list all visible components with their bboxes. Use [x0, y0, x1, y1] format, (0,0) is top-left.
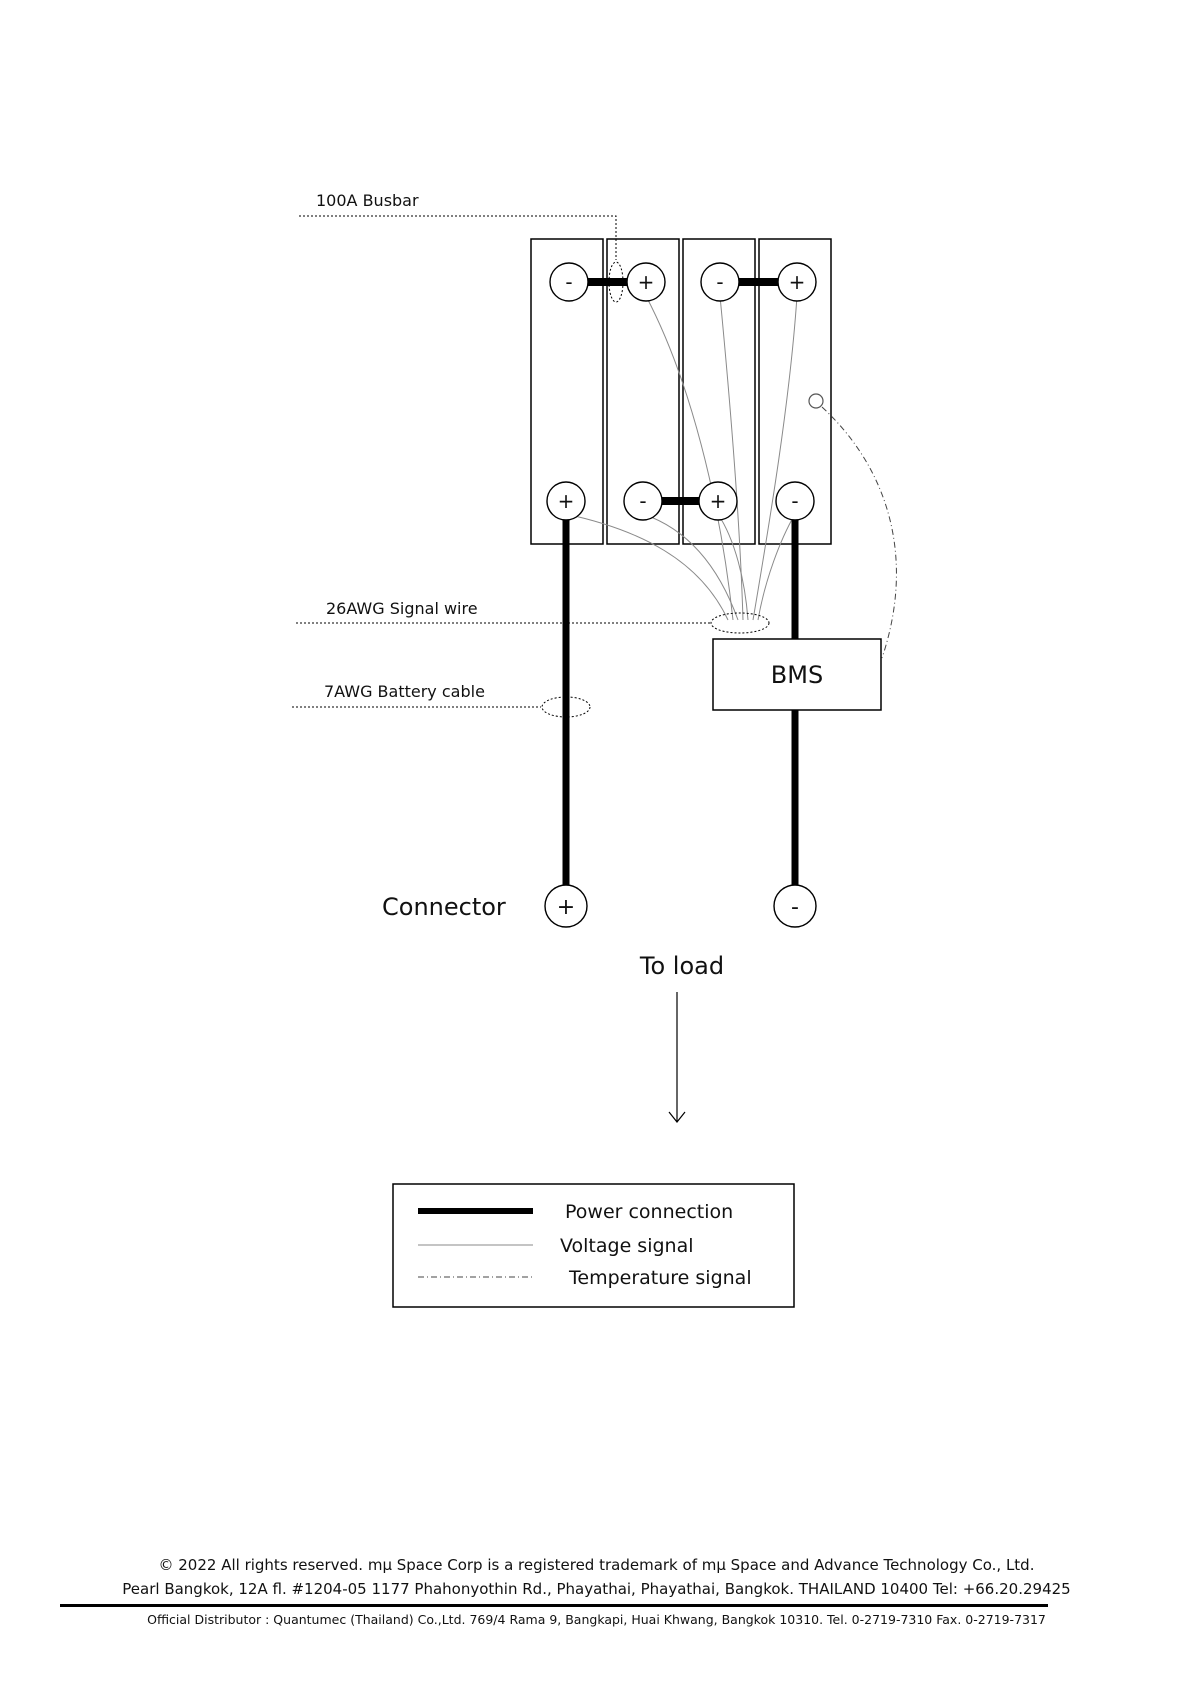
connector-negative-terminal: [773, 884, 817, 928]
battery-cable-callout-marker: [541, 696, 591, 718]
battery-cell-2: [606, 238, 680, 545]
terminal-cell3-top: [700, 262, 740, 302]
terminal-label-cell2-bottom: -: [639, 489, 646, 513]
bms-box: [712, 638, 882, 711]
footer-address: Pearl Bangkok, 12A fl. #1204-05 1177 Pha…: [122, 1580, 1071, 1598]
terminal-cell2-bottom: [623, 481, 663, 521]
terminal-label-cell1-bottom: +: [558, 489, 575, 513]
signal-wire-callout-label: 26AWG Signal wire: [326, 599, 478, 618]
connector-negative-label: -: [791, 895, 799, 920]
footer-divider: [60, 1604, 1048, 1607]
temperature-sensor: [808, 393, 824, 409]
terminal-label-cell3-bottom: +: [710, 489, 727, 513]
busbar-callout-label: 100A Busbar: [316, 191, 419, 210]
temperature-signal-wire: [821, 406, 897, 659]
terminal-label-cell4-top: +: [789, 270, 806, 294]
terminal-cell4-bottom: [775, 481, 815, 521]
voltage-signal-wires: [565, 295, 798, 621]
bms-label: BMS: [771, 661, 823, 689]
terminal-cell4-top: [777, 262, 817, 302]
battery-cable-callout-label: 7AWG Battery cable: [324, 682, 485, 701]
busbar-callout-marker: [608, 261, 624, 303]
connector-positive-label: +: [557, 895, 575, 920]
legend-power-label: Power connection: [565, 1201, 733, 1223]
terminal-cell1-bottom: [546, 481, 586, 521]
battery-cell-3: [682, 238, 756, 545]
to-load-arrow-head: [668, 1111, 686, 1123]
legend-temperature-label: Temperature signal: [568, 1267, 752, 1289]
terminal-label-cell2-top: +: [638, 270, 655, 294]
terminal-label-cell1-top: -: [565, 270, 572, 294]
terminal-label-cell4-bottom: -: [791, 489, 798, 513]
to-load-label: To load: [639, 952, 724, 980]
terminal-cell3-bottom: [698, 481, 738, 521]
legend-voltage-label: Voltage signal: [560, 1235, 694, 1257]
busbar-callout-leader: [299, 215, 617, 260]
signal-wire-callout-marker: [710, 612, 770, 634]
terminal-cell1-top: [549, 262, 589, 302]
footer-distributor: Official Distributor : Quantumec (Thaila…: [147, 1612, 1046, 1627]
footer-copyright: © 2022 All rights reserved. mμ Space Cor…: [158, 1556, 1035, 1574]
connector-label: Connector: [382, 893, 506, 921]
connector-positive-terminal: [544, 884, 588, 928]
terminal-label-cell3-top: -: [716, 270, 723, 294]
terminal-cell2-top: [626, 262, 666, 302]
